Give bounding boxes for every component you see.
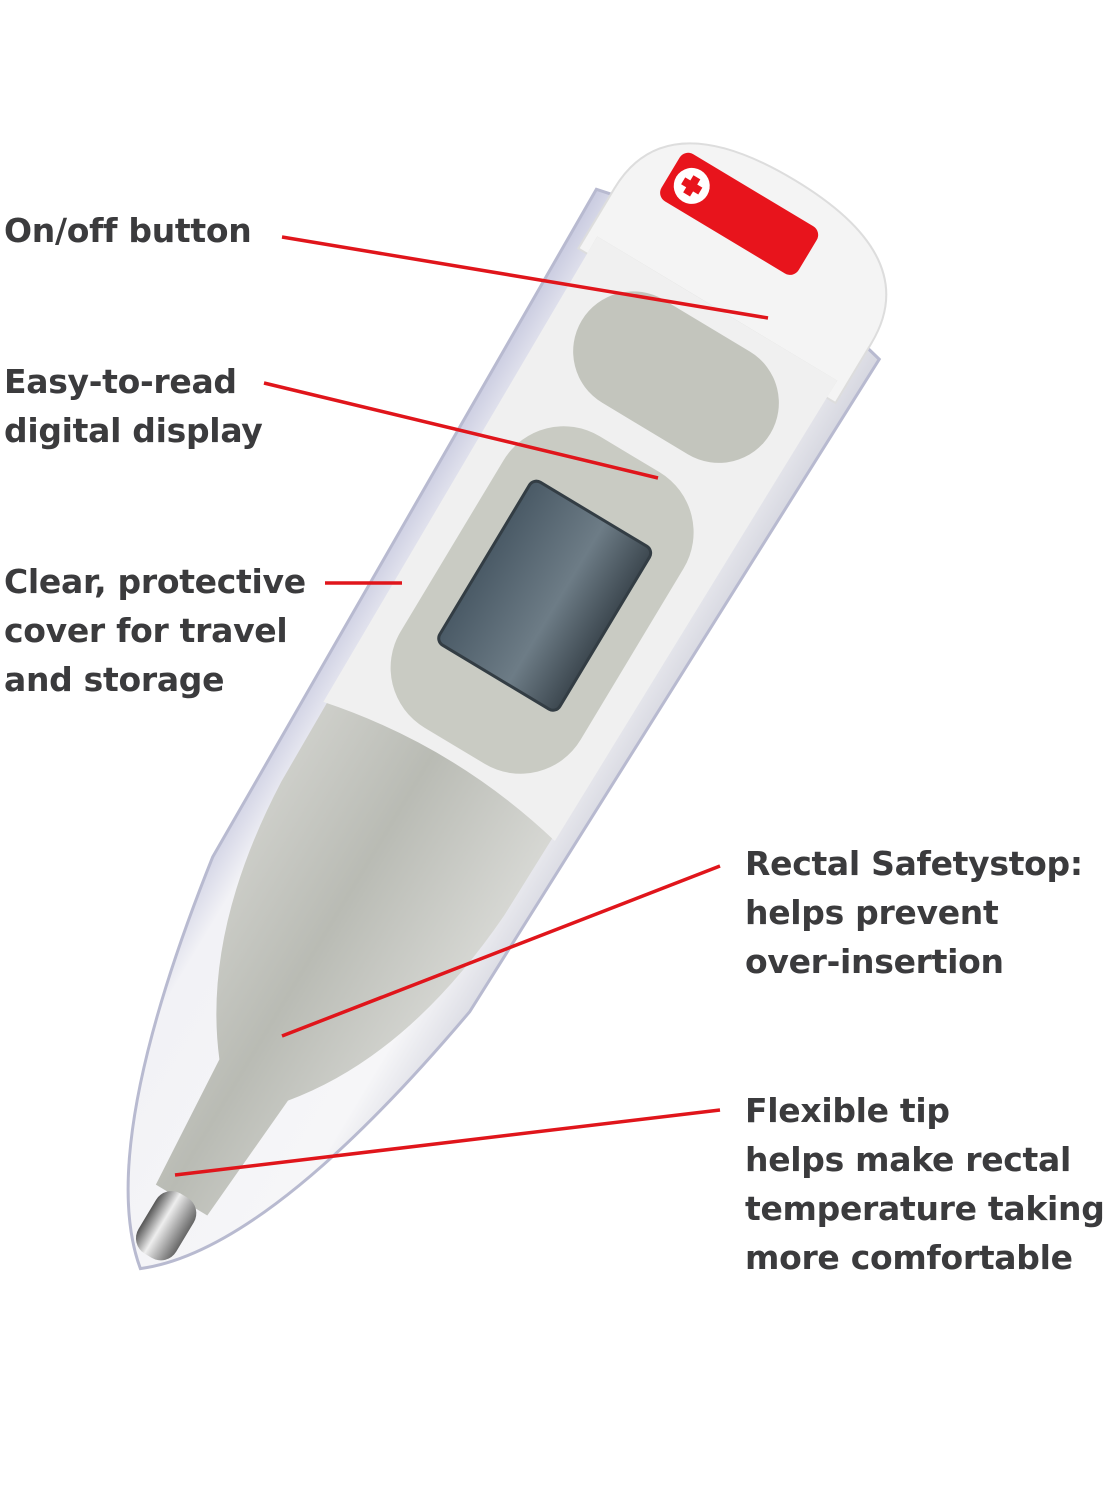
lcd-screen (437, 479, 653, 712)
metal-tip (135, 1191, 197, 1261)
callout-digital-display: Easy-to-read digital display (4, 362, 263, 450)
thermometer-cap (576, 142, 888, 405)
callout-on-off-button: On/off button (4, 211, 252, 250)
callout-line-tip (174, 1108, 721, 1177)
callout-rectal-safetystop: Rectal Safetystop: helps prevent over-in… (745, 844, 1083, 981)
callout-line-on-off (281, 235, 769, 320)
american-red-cross-logo (660, 152, 819, 275)
callout-line-safetystop (281, 864, 721, 1038)
callout-lines (174, 235, 769, 1177)
on-off-button (573, 291, 779, 463)
callout-flexible-tip: Flexible tip helps make rectal temperatu… (745, 1091, 1105, 1277)
callout-protective-cover: Clear, protective cover for travel and s… (4, 562, 306, 699)
callout-line-display (263, 381, 659, 480)
